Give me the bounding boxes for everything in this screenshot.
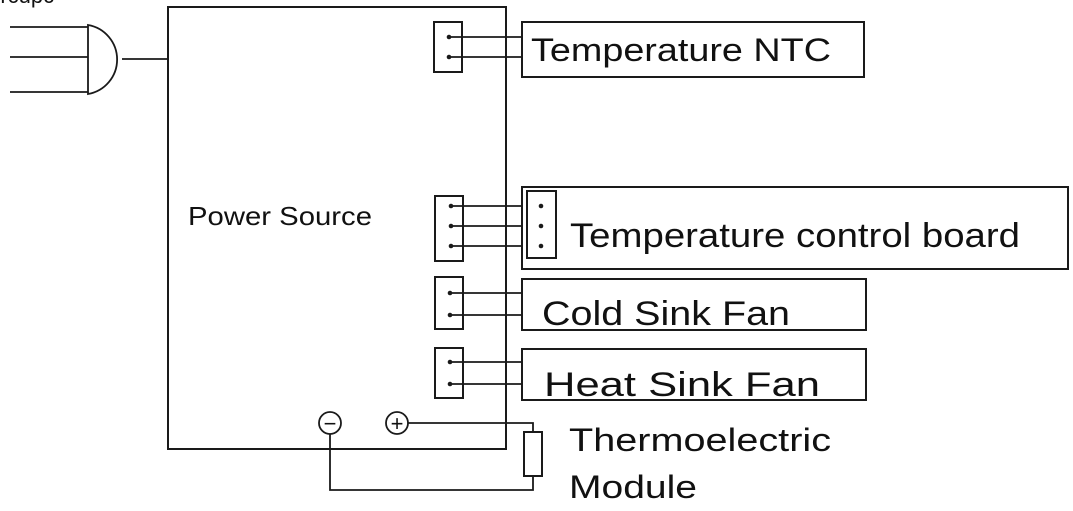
heat-fan-connector bbox=[434, 347, 522, 399]
ntc-label: Temperature NTC bbox=[531, 32, 831, 68]
heat-fan-box bbox=[521, 348, 867, 401]
negative-terminal-symbol: − bbox=[324, 411, 337, 436]
board-header-connector bbox=[526, 190, 557, 259]
power-source-label: Power Source bbox=[188, 201, 372, 231]
board-box bbox=[521, 186, 1069, 270]
board-connector bbox=[434, 195, 522, 262]
cold-fan-label: Cold Sink Fan bbox=[542, 295, 790, 333]
thermoelectric-module-element bbox=[523, 431, 543, 477]
cold-fan-box bbox=[521, 278, 867, 331]
board-label: Temperature control board bbox=[570, 217, 1020, 255]
negative-wire bbox=[329, 434, 534, 491]
ntc-connector bbox=[433, 21, 522, 73]
tec-label-line1: Thermoelectric bbox=[569, 422, 831, 458]
heat-fan-label: Heat Sink Fan bbox=[544, 366, 820, 404]
ac-plug-icon bbox=[10, 23, 119, 96]
ntc-box bbox=[521, 21, 865, 78]
cold-fan-connector bbox=[434, 276, 522, 330]
tec-label-line2: Module bbox=[569, 469, 697, 505]
top-caption-fragment: ...rcupc bbox=[0, 0, 54, 8]
positive-wire bbox=[408, 422, 534, 432]
positive-terminal-symbol: + bbox=[391, 411, 404, 436]
